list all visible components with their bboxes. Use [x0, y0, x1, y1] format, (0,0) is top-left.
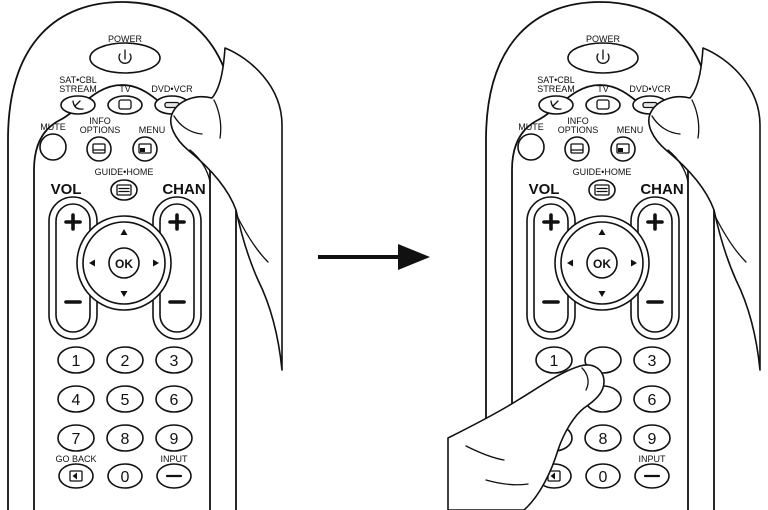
key-3: 3	[170, 353, 179, 370]
key-6: 6	[648, 392, 657, 409]
dvd-label: DVD•VCR	[629, 84, 671, 94]
key-2: 2	[121, 353, 130, 370]
dvd-label: DVD•VCR	[151, 84, 193, 94]
key-8: 8	[599, 431, 608, 448]
key-6: 6	[170, 392, 179, 409]
key-8: 8	[121, 431, 130, 448]
input-label: INPUT	[639, 454, 667, 464]
sat-label-line1: SAT•CBL	[537, 75, 575, 85]
chan-label: CHAN	[640, 181, 683, 198]
ok-label: OK	[115, 257, 133, 271]
labels-left: POWER SAT•CBL STREAM TV DVD•VCR MUTE INF…	[40, 34, 205, 486]
go-back-label: GO BACK	[55, 454, 96, 464]
key-0: 0	[599, 469, 608, 486]
info-label-line2: OPTIONS	[558, 125, 599, 135]
key-5: 5	[121, 392, 130, 409]
power-label: POWER	[108, 34, 143, 44]
arrow-right-icon	[318, 244, 430, 270]
menu-label: MENU	[617, 125, 644, 135]
key-9: 9	[648, 431, 657, 448]
finger-icon	[447, 364, 605, 510]
chan-label: CHAN	[162, 181, 205, 198]
input-label: INPUT	[161, 454, 189, 464]
key-9: 9	[170, 431, 179, 448]
key-0: 0	[121, 469, 130, 486]
info-label-line1: INFO	[567, 116, 589, 126]
info-label-line2: OPTIONS	[80, 125, 121, 135]
tv-label: TV	[119, 84, 131, 94]
menu-label: MENU	[139, 125, 166, 135]
guide-label: GUIDE•HOME	[95, 167, 154, 177]
remote-right	[447, 0, 761, 510]
key-7: 7	[72, 431, 81, 448]
sat-label-line2: STREAM	[59, 84, 97, 94]
mute-label: MUTE	[40, 122, 66, 132]
labels-right: POWER SAT•CBL STREAM TV DVD•VCR MUTE INF…	[518, 34, 683, 486]
power-label: POWER	[586, 34, 621, 44]
vol-label: VOL	[529, 181, 560, 198]
tv-label: TV	[597, 84, 609, 94]
vol-label: VOL	[51, 181, 82, 198]
guide-label: GUIDE•HOME	[573, 167, 632, 177]
ok-label: OK	[593, 257, 611, 271]
sat-label-line2: STREAM	[537, 84, 575, 94]
info-label-line1: INFO	[89, 116, 111, 126]
key-3: 3	[648, 353, 657, 370]
remote-left	[6, 0, 283, 510]
key-1: 1	[550, 353, 559, 370]
key-1: 1	[72, 353, 81, 370]
mute-label: MUTE	[518, 122, 544, 132]
sat-label-line1: SAT•CBL	[59, 75, 97, 85]
key-4: 4	[72, 392, 81, 409]
